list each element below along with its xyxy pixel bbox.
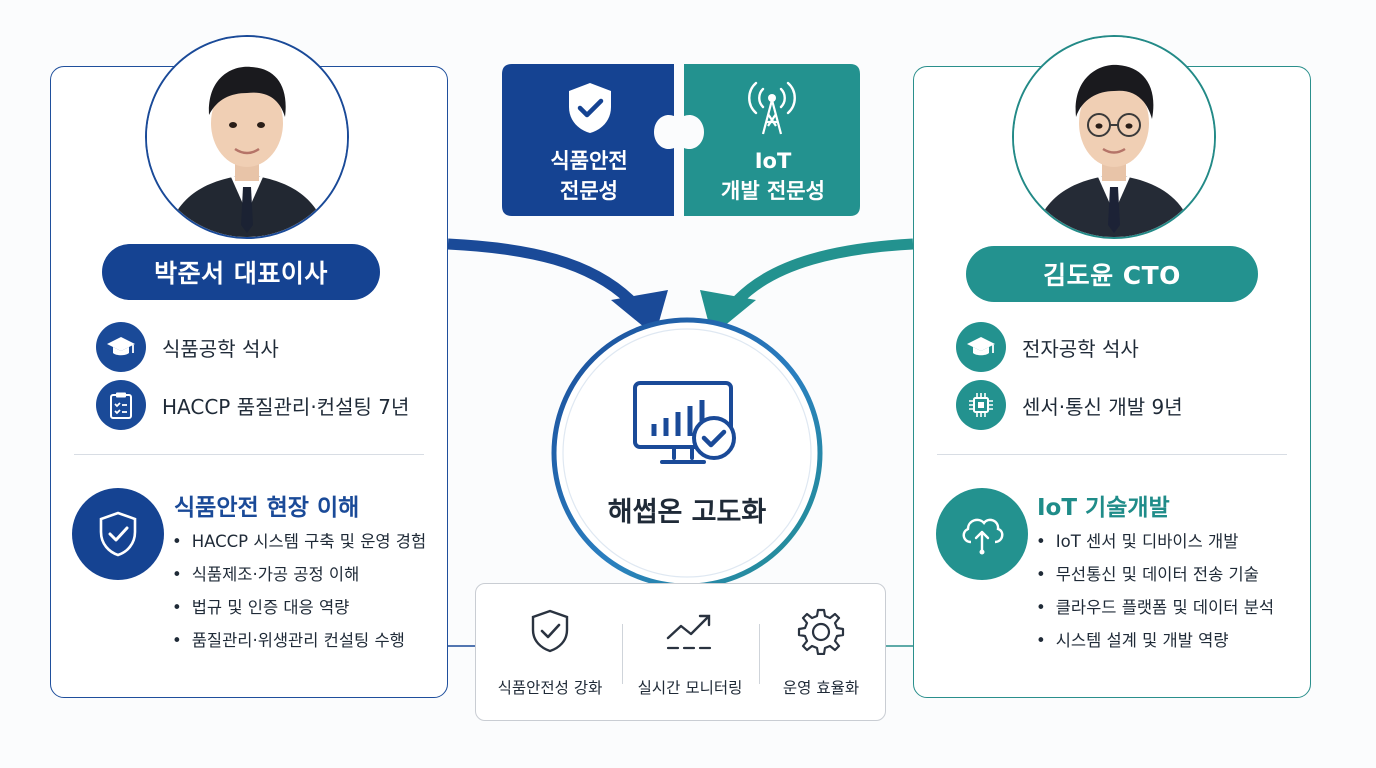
shield-check-icon [72,488,164,580]
graduation-cap-icon [96,322,146,372]
list-item: 클라우드 플랫폼 및 데이터 분석 [1036,591,1274,624]
chip-icon [956,380,1006,430]
list-item: 무선통신 및 데이터 전송 기술 [1036,558,1274,591]
benefit-label: 운영 효율화 [782,679,860,697]
puzzle-right-label: IoT 개발 전문성 [698,146,848,206]
right-credential-education-text: 전자공학 석사 [1022,336,1139,361]
list-item: 시스템 설계 및 개발 역량 [1036,624,1274,657]
benefit-separator [759,624,760,684]
left-section-title: 식품안전 현장 이해 [174,495,360,521]
clipboard-check-icon [96,380,146,430]
left-credential-education: 식품공학 석사 [96,322,279,372]
puzzle-right-line1: IoT [754,149,792,173]
antenna-icon [742,78,802,142]
left-divider [74,454,424,455]
graduation-cap-icon [956,322,1006,372]
center-title: 해썹온 고도화 [607,497,767,528]
trend-line-icon [664,606,716,656]
shield-check-icon [529,606,571,656]
right-bullet-list: IoT 센서 및 디바이스 개발 무선통신 및 데이터 전송 기술 클라우드 플… [1036,525,1274,657]
cloud-upload-icon [936,488,1028,580]
left-name-badge: 박준서 대표이사 [102,244,380,300]
right-credential-experience-text: 센서·통신 개발 9년 [1022,394,1183,419]
list-item: IoT 센서 및 디바이스 개발 [1036,525,1274,558]
left-avatar [145,35,349,239]
list-item: 품질관리·위생관리 컨설팅 수행 [172,624,426,657]
benefits-panel: 식품안전성 강화 실시간 모니터링 운영 효율화 [475,583,886,721]
left-bullet-list: HACCP 시스템 구축 및 운영 경험 식품제조·가공 공정 이해 법규 및 … [172,525,426,657]
puzzle-left-piece [502,64,674,216]
monitor-chart-check-icon [632,380,742,476]
benefit-label: 실시간 모니터링 [637,679,743,697]
puzzle-right-line2: 개발 전문성 [721,179,825,203]
list-item: HACCP 시스템 구축 및 운영 경험 [172,525,426,558]
right-avatar [1012,35,1216,239]
puzzle-right-piece [684,64,860,216]
left-credential-experience: HACCP 품질관리·컨설팅 7년 [96,380,409,430]
benefit-monitoring: 실시간 모니터링 [622,584,758,722]
list-item: 법규 및 인증 대응 역량 [172,591,426,624]
right-name-badge: 김도윤 CTO [966,246,1258,302]
benefit-label: 식품안전성 강화 [497,679,603,697]
right-flow-arrow [734,238,914,304]
gear-icon [797,606,845,656]
list-item: 식품제조·가공 공정 이해 [172,558,426,591]
right-credential-experience: 센서·통신 개발 9년 [956,380,1183,430]
benefit-efficiency: 운영 효율화 [759,584,883,722]
right-credential-education: 전자공학 석사 [956,322,1139,372]
benefit-separator [622,624,623,684]
right-section-title: IoT 기술개발 [1037,495,1170,521]
left-credential-experience-text: HACCP 품질관리·컨설팅 7년 [162,394,410,419]
center-hub [552,318,822,588]
expertise-puzzle: 식품안전 전문성 IoT 개발 전문성 [502,64,860,216]
left-credential-education-text: 식품공학 석사 [162,336,279,361]
puzzle-left-line2: 전문성 [560,179,618,203]
left-flow-arrow [447,238,634,305]
puzzle-left-label: 식품안전 전문성 [522,146,656,206]
puzzle-left-line1: 식품안전 [550,149,628,173]
right-divider [937,454,1287,455]
benefit-food-safety: 식품안전성 강화 [482,584,618,722]
shield-check-icon [562,80,618,140]
